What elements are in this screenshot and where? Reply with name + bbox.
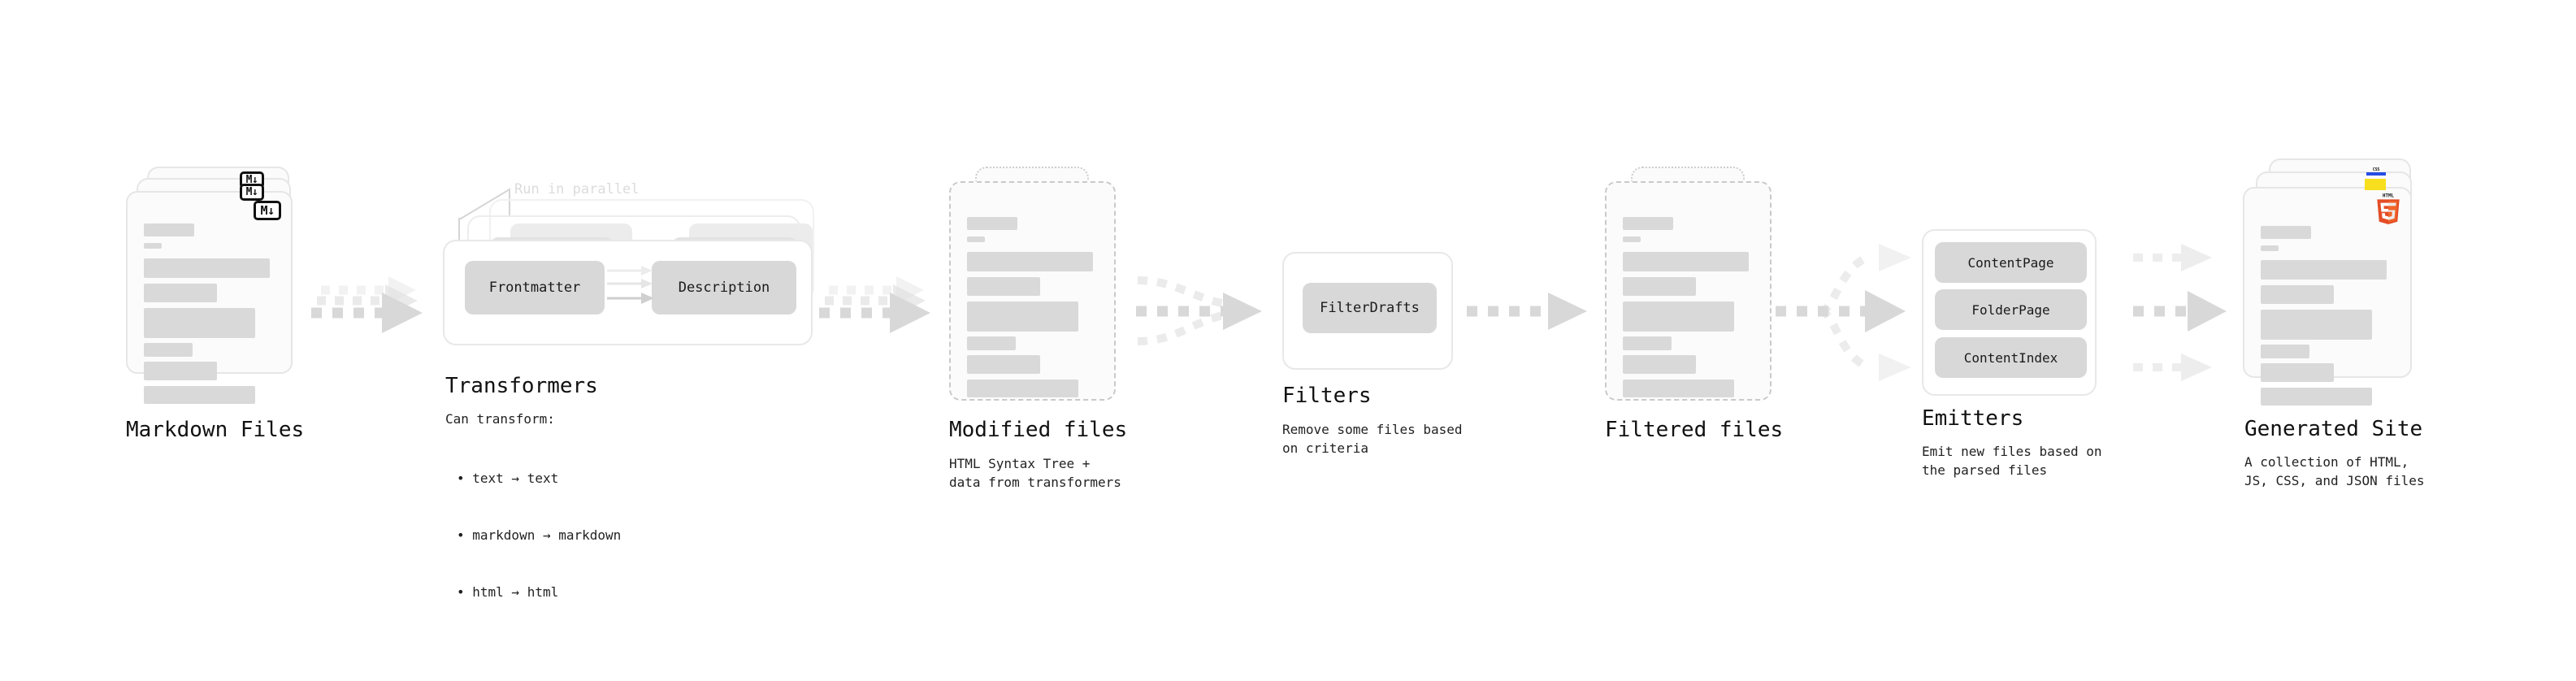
filters-title: Filters	[1282, 384, 1372, 408]
transformers-bullet-1: • markdown → markdown	[457, 527, 622, 543]
site-doc-stack: CSS HTML	[2243, 158, 2438, 427]
transformer-chip-frontmatter[interactable]: Frontmatter	[465, 261, 605, 314]
arrow-filtered-to-emitters	[1776, 244, 1911, 381]
skeleton-bar	[1623, 336, 1672, 350]
skeleton-bar	[144, 284, 217, 302]
skeleton-bar	[144, 243, 162, 249]
site-sheet-front: HTML	[2243, 187, 2412, 406]
stage-markdown-files: M↓ M↓ M↓	[126, 167, 313, 427]
emitters-title: Emitters	[1922, 406, 2024, 431]
skeleton-bar	[144, 308, 255, 338]
skeleton-bar	[2261, 310, 2372, 340]
markdown-sheet-front: M↓	[126, 191, 293, 404]
skeleton-bar	[144, 343, 193, 357]
transformers-title: Transformers	[445, 374, 598, 398]
modified-files-caption: HTML Syntax Tree + data from transformer…	[949, 456, 1121, 490]
skeleton-bar	[967, 236, 985, 242]
filtered-doc-stack	[1605, 167, 1792, 427]
emitters-panel: ContentPage FolderPage ContentIndex	[1922, 229, 2097, 396]
transformers-bullet-2: • html → html	[457, 583, 559, 600]
emitter-chip-contentpage[interactable]: ContentPage	[1935, 242, 2087, 283]
transformers-bullets: • text → text • markdown → markdown • ht…	[457, 432, 621, 639]
skeleton-bar	[1623, 252, 1749, 271]
skeleton-bar	[967, 252, 1093, 271]
arrow-emitters-to-site	[2133, 244, 2227, 381]
skeleton-bar	[2261, 260, 2387, 280]
emitter-chip-folderpage[interactable]: FolderPage	[1935, 289, 2087, 330]
skeleton-bar	[967, 336, 1016, 350]
skeleton-bar	[2261, 285, 2334, 304]
skeleton-bar	[2261, 226, 2311, 239]
stage-filtered-files	[1605, 167, 1792, 427]
html5-badge: HTML	[2377, 193, 2400, 224]
arrow-transformers-to-modified	[819, 276, 930, 333]
arrow-filters-to-filtered	[1467, 293, 1587, 330]
generated-site-title: Generated Site	[2244, 417, 2423, 441]
skeleton-bar	[967, 380, 1078, 397]
filters-caption: Remove some files based on criteria	[1282, 422, 1463, 456]
transformer-inner-arrows	[607, 266, 654, 304]
skeleton-bar	[2261, 345, 2309, 358]
skeleton-bar	[967, 355, 1040, 374]
skeleton-bar	[967, 301, 1078, 332]
skeleton-bar	[1623, 236, 1641, 242]
arrow-modified-to-filters	[1136, 276, 1262, 345]
css-badge: CSS	[2366, 166, 2386, 176]
skeleton-bar	[967, 277, 1040, 296]
skeleton-bar	[1623, 355, 1696, 374]
skeleton-bar	[967, 217, 1017, 230]
transformers-bullet-0: • text → text	[457, 471, 559, 487]
skeleton-bar	[144, 386, 255, 404]
skeleton-bar	[2261, 363, 2334, 382]
modified-files-title: Modified files	[949, 418, 1128, 442]
transformers-caption-head: Can transform:	[445, 411, 555, 427]
skeleton-bar	[144, 258, 270, 278]
markdown-badge-mid: M↓	[240, 184, 264, 201]
js-badge	[2365, 179, 2386, 190]
generated-site-caption: A collection of HTML, JS, CSS, and JSON …	[2244, 454, 2425, 488]
markdown-badge-icon: M↓	[254, 201, 281, 220]
css-badge-label: CSS	[2372, 167, 2380, 172]
filter-chip-filterdrafts[interactable]: FilterDrafts	[1303, 283, 1437, 333]
skeleton-bar	[144, 223, 194, 236]
svg-text:HTML: HTML	[2383, 193, 2394, 198]
skeleton-bar	[1623, 217, 1673, 230]
skeleton-bar	[1623, 301, 1734, 332]
markdown-doc-stack: M↓ M↓ M↓	[126, 167, 313, 427]
run-in-parallel-hint: Run in parallel	[514, 181, 640, 197]
modified-doc-stack	[949, 167, 1136, 427]
filters-panel: FilterDrafts	[1282, 252, 1453, 370]
modified-sheet-front	[949, 181, 1116, 401]
run-in-parallel-leader	[458, 188, 510, 243]
skeleton-bar	[144, 362, 217, 380]
markdown-files-title: Markdown Files	[126, 418, 305, 442]
skeleton-bar	[2261, 245, 2279, 251]
stage-generated-site: CSS HTML	[2243, 158, 2438, 427]
skeleton-bar	[1623, 380, 1734, 397]
skeleton-bar	[1623, 277, 1696, 296]
stage-modified-files	[949, 167, 1136, 427]
css-badge-bar	[2366, 172, 2386, 176]
transformer-panel-front: Frontmatter Description	[443, 240, 813, 345]
filtered-sheet-front	[1605, 181, 1772, 401]
emitters-caption: Emit new files based on the parsed files	[1922, 444, 2102, 478]
skeleton-bar	[2261, 388, 2372, 406]
emitter-chip-contentindex[interactable]: ContentIndex	[1935, 337, 2087, 378]
transformer-chip-description[interactable]: Description	[652, 261, 796, 314]
arrow-markdown-to-transformers	[311, 276, 423, 333]
filtered-files-title: Filtered files	[1605, 418, 1784, 442]
